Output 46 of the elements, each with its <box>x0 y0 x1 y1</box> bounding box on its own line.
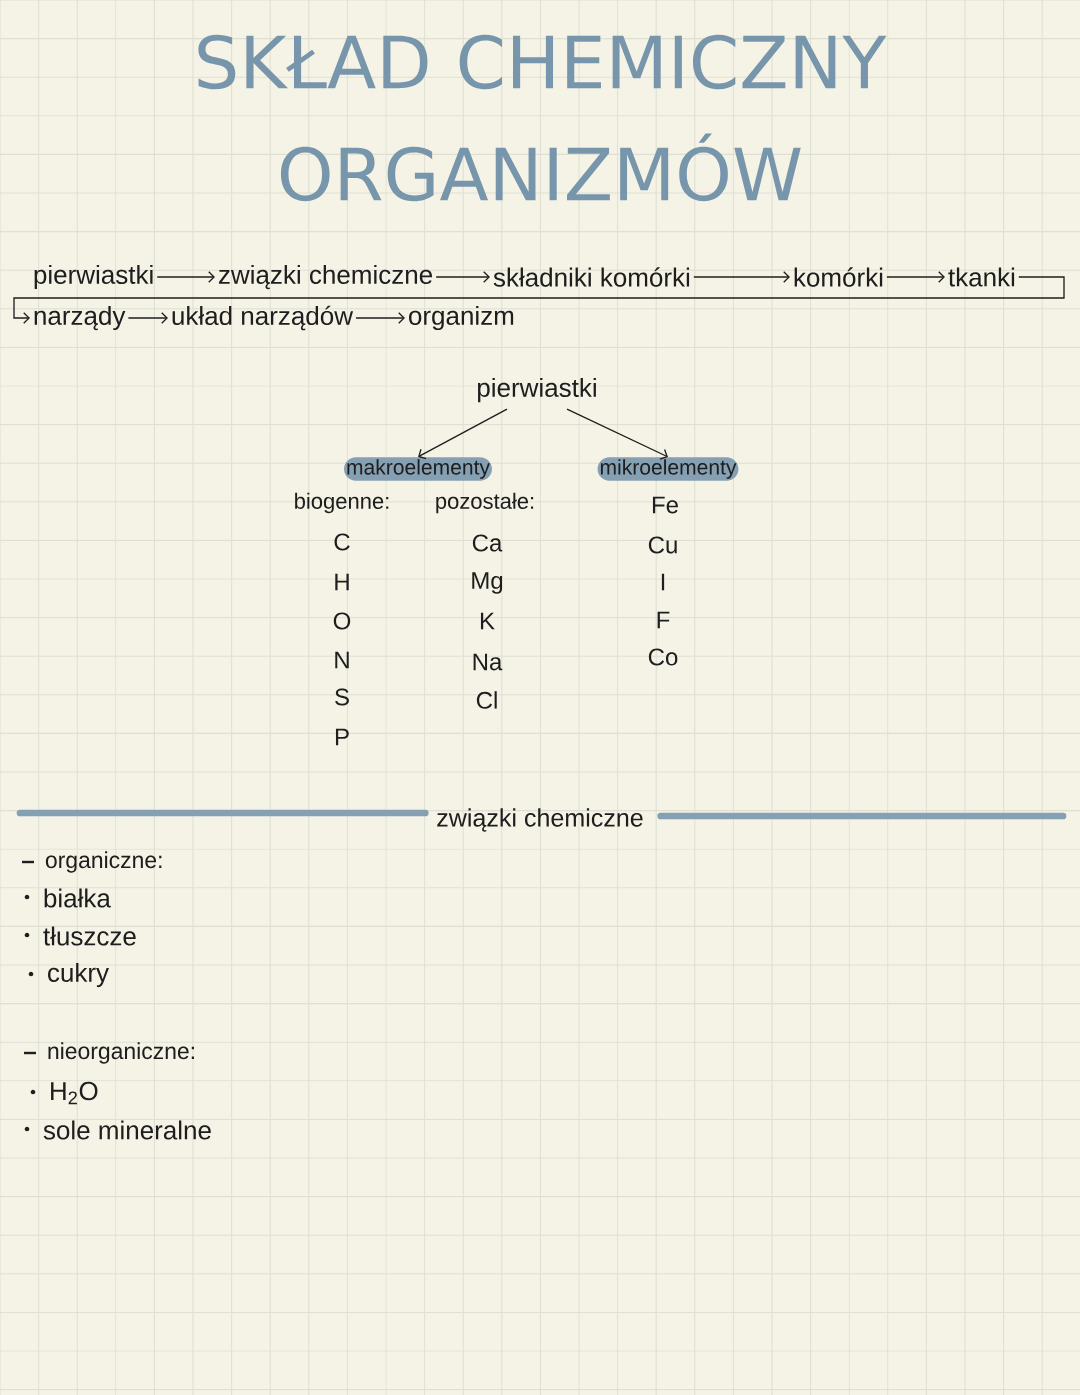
flow-term: narządy <box>34 305 126 331</box>
list-item: H$_{2}$O <box>51 1081 98 1105</box>
title: SKŁAD CHEMICZNY ORGANIZMÓW <box>198 34 887 202</box>
arrow <box>127 312 168 324</box>
arrow <box>156 271 215 283</box>
column-heading: pozostałe: <box>436 492 534 514</box>
arrow <box>566 408 668 460</box>
element-symbol: H <box>335 573 349 591</box>
arrow <box>418 408 508 460</box>
category-pill: mikroelementy <box>597 457 739 481</box>
flow-term: komórki <box>794 267 883 287</box>
arrow <box>13 276 1065 324</box>
flow-term: pierwiastki <box>34 264 153 290</box>
arrow <box>693 271 790 283</box>
list-item: cukry <box>48 962 109 988</box>
flow-term: tkanki <box>948 267 1015 287</box>
flow-term: składniki komórki <box>493 267 690 287</box>
element-symbol: S <box>335 688 349 706</box>
element-symbol: Cu <box>648 536 677 554</box>
tree-heading: pierwiastki <box>478 377 596 403</box>
element-symbol: O <box>333 612 351 630</box>
element-symbol: Cl <box>476 691 497 709</box>
element-symbol: N <box>335 651 349 669</box>
element-symbol: K <box>480 612 495 630</box>
list-heading: organiczne: <box>45 851 162 873</box>
flow-term: związki chemiczne <box>219 264 432 290</box>
flow-term: układ narządów <box>172 305 354 331</box>
element-symbol: C <box>334 533 350 551</box>
element-symbol: Na <box>473 653 503 671</box>
list-heading: nieorganiczne: <box>48 1042 194 1064</box>
category-pill: makroelementy <box>344 457 492 481</box>
element-symbol: F <box>657 611 670 629</box>
element-symbol: Co <box>648 648 678 666</box>
list-item: białka <box>44 888 111 908</box>
element-symbol: I <box>661 573 665 591</box>
section-heading: związki chemiczne <box>437 808 643 832</box>
list-item: tłuszcze <box>43 926 136 946</box>
list-item: sole mineralne <box>43 1120 211 1140</box>
flow-term: organizm <box>409 305 514 331</box>
element-symbol: Mg <box>472 572 503 594</box>
element-symbol: Ca <box>472 534 503 552</box>
element-symbol: P <box>335 728 349 746</box>
column-heading: biogenne: <box>295 492 389 514</box>
arrow <box>435 271 490 283</box>
arrow <box>355 312 405 324</box>
arrow <box>886 271 945 283</box>
